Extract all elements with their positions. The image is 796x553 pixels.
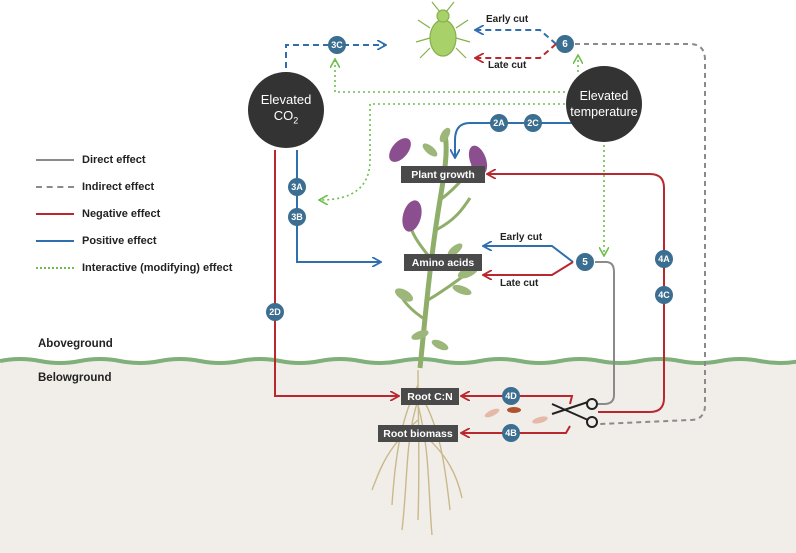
plant-illustration — [389, 127, 488, 369]
temp-to-plantgrowth-line — [455, 122, 578, 157]
legend-swatch-positive — [36, 239, 74, 242]
scissors-to-rootbiomass-line — [462, 425, 571, 433]
legend-label: Indirect effect — [82, 180, 155, 193]
legend-swatch-indirect — [36, 185, 74, 188]
badge-4c: 4C — [655, 286, 673, 304]
co2-label-line2: CO2 — [273, 107, 299, 126]
badge-2d: 2D — [266, 303, 284, 321]
co2-to-aminoacids-line — [296, 150, 380, 262]
ground-line — [0, 357, 796, 365]
badge-4a: 4A — [655, 250, 673, 268]
co2-to-plantgrowth-dotted — [320, 103, 580, 200]
amino-early-cut-label: Early cut — [500, 232, 543, 243]
badge-2c: 2C — [524, 114, 542, 132]
early-cut-aphid-arrow — [476, 30, 557, 45]
legend-label: Negative effect — [82, 207, 161, 220]
late-cut-amino-arrow — [484, 261, 574, 275]
legend-label: Interactive (modifying) effect — [82, 261, 233, 274]
legend-item-positive: Positive effect — [36, 227, 266, 254]
amino-late-cut-label: Late cut — [500, 278, 539, 289]
badge-4d: 4D — [502, 387, 520, 405]
root-cn-box: Root C:N — [401, 388, 459, 405]
aphid-late-cut-label: Late cut — [488, 60, 527, 71]
legend-swatch-negative — [36, 212, 74, 215]
badge-3a: 3A — [288, 178, 306, 196]
legend-swatch-interactive — [36, 266, 74, 269]
co2-label-line1: Elevated — [260, 91, 312, 107]
legend-item-direct: Direct effect — [36, 146, 266, 173]
elevated-co2-node: Elevated CO2 — [248, 72, 324, 148]
badge-4b: 4B — [502, 424, 520, 442]
aboveground-label: Aboveground — [38, 338, 113, 350]
aphid-icon — [415, 1, 471, 59]
plant-growth-box: Plant growth — [401, 166, 485, 183]
co2-to-rootcn-line — [274, 150, 398, 396]
root-biomass-box: Root biomass — [378, 425, 458, 442]
scissors-to-rootcn-line — [462, 396, 574, 405]
legend-item-interactive: Interactive (modifying) effect — [36, 254, 266, 281]
belowground-label: Belowground — [38, 372, 112, 384]
legend-item-negative: Negative effect — [36, 200, 266, 227]
scissors-to-6-indirect — [575, 43, 706, 425]
larva-icon — [484, 407, 548, 424]
temp-to-3c-dotted — [335, 60, 580, 93]
badge-2a: 2A — [490, 114, 508, 132]
co2-to-3c-line — [285, 45, 385, 78]
scissors-icon — [551, 398, 598, 428]
temp-label-line2: temperature — [570, 105, 638, 119]
legend-swatch-direct — [36, 158, 74, 161]
badge-6: 6 — [556, 35, 574, 53]
elevated-temperature-node: Elevated temperature — [566, 66, 642, 142]
legend-label: Direct effect — [82, 153, 146, 166]
scissors-to-5-direct — [595, 261, 615, 405]
aphid-early-cut-label: Early cut — [486, 14, 529, 25]
soil-area — [0, 361, 796, 553]
badge-3c: 3C — [328, 36, 346, 54]
legend-item-indirect: Indirect effect — [36, 173, 266, 200]
amino-acids-box: Amino acids — [404, 254, 482, 271]
legend: Direct effect Indirect effect Negative e… — [36, 146, 266, 281]
legend-label: Positive effect — [82, 234, 157, 247]
late-cut-aphid-arrow — [476, 43, 557, 58]
temp-label-line1: Elevated — [579, 89, 629, 103]
early-cut-amino-arrow — [484, 246, 574, 263]
badge-3b: 3B — [288, 208, 306, 226]
badge-5: 5 — [576, 253, 594, 271]
